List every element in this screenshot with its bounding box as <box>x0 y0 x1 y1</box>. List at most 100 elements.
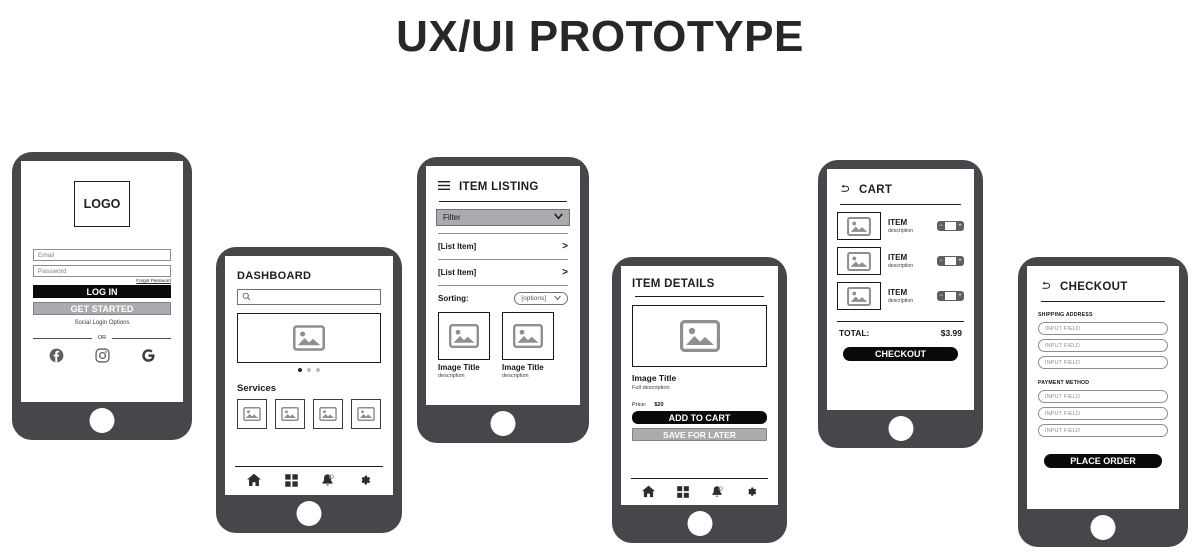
quantity-increase-button[interactable]: + <box>958 258 962 264</box>
save-for-later-button[interactable]: SAVE FOR LATER <box>632 428 767 441</box>
chevron-right-icon: > <box>562 267 568 278</box>
shipping-input-3[interactable]: INPUT FIELD <box>1038 356 1168 369</box>
item-card-1[interactable]: Image Title description <box>438 312 490 379</box>
gear-icon[interactable] <box>357 473 372 488</box>
list-item-label: [List Item] <box>438 268 477 277</box>
home-button[interactable] <box>1090 515 1116 540</box>
header-divider <box>1041 301 1165 302</box>
filter-label: Filter <box>443 213 461 222</box>
quantity-value-box <box>945 222 956 230</box>
image-placeholder-icon <box>449 324 479 348</box>
quantity-decrease-button[interactable]: − <box>939 293 943 299</box>
back-arrow-icon[interactable] <box>1040 278 1051 296</box>
item-listing-screen: ITEM LISTING Filter [List Item] > [List … <box>426 166 580 405</box>
item-card-2[interactable]: Image Title description <box>502 312 554 379</box>
home-button[interactable] <box>687 511 712 536</box>
home-icon[interactable] <box>641 484 656 499</box>
list-item-2[interactable]: [List Item] > <box>436 264 570 281</box>
google-icon[interactable] <box>141 348 156 368</box>
divider-line-left <box>33 337 92 339</box>
service-tile-3[interactable] <box>313 399 343 429</box>
sorting-select[interactable]: [options] <box>514 292 568 305</box>
filter-dropdown[interactable]: Filter <box>436 209 570 226</box>
total-divider <box>837 321 964 322</box>
quantity-increase-button[interactable]: + <box>958 223 962 229</box>
services-row <box>237 399 381 429</box>
cart-item-info: ITEM description <box>888 288 930 304</box>
carousel-dot-1[interactable] <box>298 368 302 372</box>
quantity-stepper[interactable]: − + <box>937 256 964 266</box>
item-listing-title: ITEM LISTING <box>459 181 539 193</box>
list-divider-bottom <box>438 285 568 286</box>
search-input[interactable] <box>237 289 381 305</box>
phone-item-listing: ITEM LISTING Filter [List Item] > [List … <box>417 157 589 443</box>
quantity-increase-button[interactable]: + <box>958 293 962 299</box>
home-button[interactable] <box>490 411 516 436</box>
cart-item-name: ITEM <box>888 288 908 297</box>
quantity-stepper[interactable]: − + <box>937 221 964 231</box>
grid-icon[interactable] <box>676 485 690 499</box>
item-card-image <box>502 312 554 360</box>
cart-item-name: ITEM <box>888 253 908 262</box>
sorting-row: Sorting: [options] <box>436 292 570 305</box>
image-placeholder-icon <box>357 407 375 421</box>
payment-input-3[interactable]: INPUT FIELD <box>1038 424 1168 437</box>
item-details-title: ITEM DETAILS <box>632 278 715 290</box>
carousel-dot-3[interactable] <box>316 368 320 372</box>
total-row: TOTAL: $3.99 <box>837 328 964 338</box>
carousel-dots[interactable] <box>237 368 381 372</box>
password-field[interactable]: Password <box>33 265 171 277</box>
place-order-button[interactable]: PLACE ORDER <box>1044 454 1162 468</box>
home-icon[interactable] <box>246 472 262 488</box>
service-tile-1[interactable] <box>237 399 267 429</box>
bell-icon[interactable] <box>710 485 724 499</box>
forgot-password-link[interactable]: Forgot Password <box>136 278 171 283</box>
service-tile-4[interactable] <box>351 399 381 429</box>
home-button[interactable] <box>89 408 115 433</box>
quantity-decrease-button[interactable]: − <box>939 223 943 229</box>
list-item-1[interactable]: [List Item] > <box>436 238 570 255</box>
payment-input-1[interactable]: INPUT FIELD <box>1038 390 1168 403</box>
payment-method-label: PAYMENT METHOD <box>1038 380 1090 386</box>
checkout-button[interactable]: CHECKOUT <box>843 347 958 361</box>
facebook-icon[interactable] <box>49 348 64 368</box>
get-started-button[interactable]: GET STARTED <box>33 302 171 315</box>
item-card-description: description <box>502 373 529 379</box>
divider-line-right <box>112 337 171 339</box>
grid-icon[interactable] <box>284 473 299 488</box>
carousel-hero[interactable] <box>237 313 381 363</box>
cart-item-row[interactable]: ITEM description − + <box>837 282 964 310</box>
total-value: $3.99 <box>940 328 962 338</box>
instagram-icon[interactable] <box>94 348 110 368</box>
home-button[interactable] <box>888 416 913 441</box>
quantity-stepper[interactable]: − + <box>937 291 964 301</box>
cart-item-image <box>837 212 881 240</box>
image-placeholder-icon <box>243 407 261 421</box>
total-label: TOTAL: <box>839 328 870 338</box>
hamburger-menu-icon[interactable] <box>438 178 450 196</box>
shipping-input-2[interactable]: INPUT FIELD <box>1038 339 1168 352</box>
item-card-image <box>438 312 490 360</box>
cart-item-info: ITEM description <box>888 218 930 234</box>
payment-input-2[interactable]: INPUT FIELD <box>1038 407 1168 420</box>
email-field[interactable]: Email <box>33 249 171 261</box>
chevron-down-icon <box>554 213 563 222</box>
add-to-cart-button[interactable]: ADD TO CART <box>632 411 767 424</box>
quantity-decrease-button[interactable]: − <box>939 258 943 264</box>
quantity-value-box <box>945 292 956 300</box>
cart-item-row[interactable]: ITEM description − + <box>837 247 964 275</box>
service-tile-2[interactable] <box>275 399 305 429</box>
cart-item-info: ITEM description <box>888 253 930 269</box>
shipping-input-1[interactable]: INPUT FIELD <box>1038 322 1168 335</box>
cart-item-description: description <box>888 298 914 304</box>
log-in-button[interactable]: LOG IN <box>33 285 171 298</box>
carousel-dot-2[interactable] <box>307 368 311 372</box>
gear-icon[interactable] <box>744 485 758 499</box>
back-arrow-icon[interactable] <box>839 181 850 199</box>
sorting-value: [options] <box>521 295 546 302</box>
bell-icon[interactable] <box>320 473 335 488</box>
image-placeholder-icon <box>847 286 871 306</box>
cart-item-row[interactable]: ITEM description − + <box>837 212 964 240</box>
home-button[interactable] <box>296 501 322 526</box>
